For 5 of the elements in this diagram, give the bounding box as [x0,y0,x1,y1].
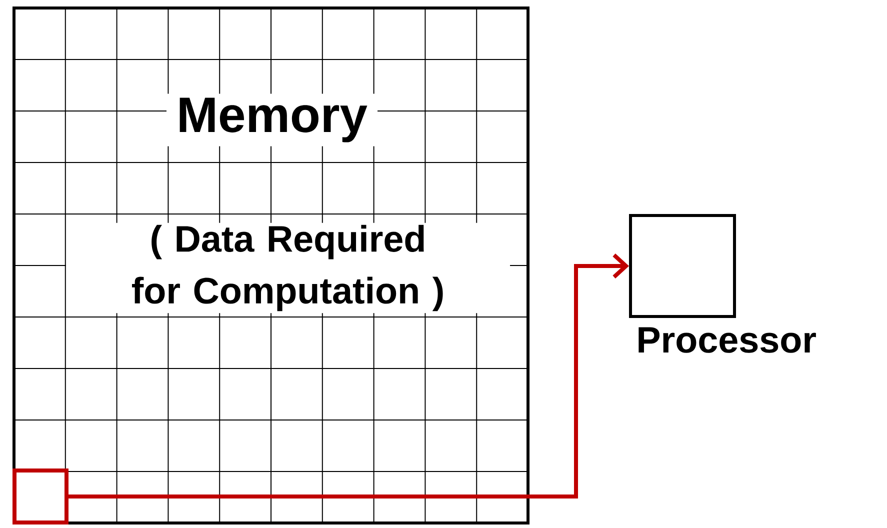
memory-cell [12,468,68,524]
memory-label: Memory [166,94,378,146]
arrow [68,254,629,498]
memory-description: ( Data Required for Computation ) [66,222,510,314]
processor-label: Processor [638,327,816,353]
